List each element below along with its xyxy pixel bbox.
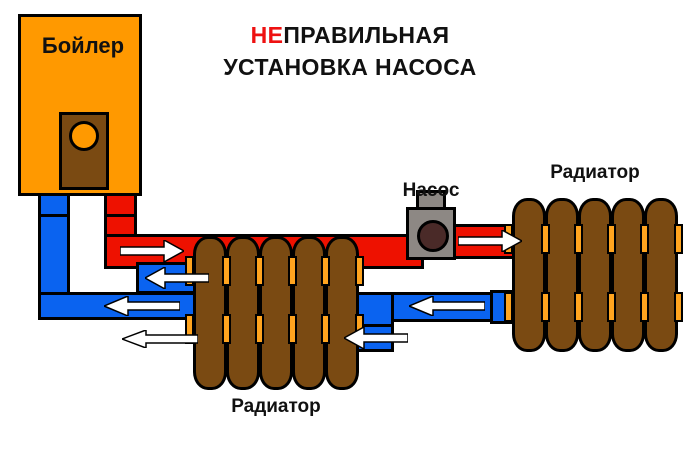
radiator-nipple bbox=[222, 314, 231, 344]
radiator-fin bbox=[644, 198, 678, 352]
pump-label: Насос bbox=[402, 180, 460, 201]
radiator-fin bbox=[292, 236, 326, 390]
boiler-label: Бойлер bbox=[41, 33, 125, 58]
title-line-1-rest: ПРАВИЛЬНАЯ bbox=[283, 22, 450, 48]
arrow-lower-return-left bbox=[122, 330, 198, 348]
title-highlight: НЕ bbox=[250, 22, 284, 48]
pump-rotor-icon bbox=[417, 220, 449, 252]
radiator-nipple bbox=[674, 224, 683, 254]
boiler: Бойлер bbox=[18, 14, 142, 196]
title-line-1: НЕПРАВИЛЬНАЯ bbox=[0, 22, 700, 49]
radiator-fin bbox=[325, 236, 359, 390]
arrow-left-radiator-outlet-left bbox=[344, 327, 408, 349]
radiator-fin bbox=[512, 198, 546, 352]
arrow-pump-outlet-right bbox=[458, 230, 522, 252]
radiator-nipple bbox=[640, 224, 649, 254]
radiator-nipple bbox=[185, 256, 194, 286]
radiator-nipple bbox=[321, 314, 330, 344]
radiator-nipple bbox=[541, 224, 550, 254]
title-line-2: УСТАНОВКА НАСОСА bbox=[223, 54, 477, 80]
radiator-nipple bbox=[255, 256, 264, 286]
radiator-nipple bbox=[574, 224, 583, 254]
radiator-nipple bbox=[355, 256, 364, 286]
radiator-nipple bbox=[674, 292, 683, 322]
radiator-fin bbox=[226, 236, 260, 390]
boiler-panel bbox=[59, 112, 109, 190]
radiator-fin bbox=[259, 236, 293, 390]
radiator-nipple bbox=[574, 292, 583, 322]
left-radiator bbox=[185, 236, 364, 390]
radiator-fin bbox=[611, 198, 645, 352]
radiator-nipple bbox=[288, 256, 297, 286]
arrow-left-radiator-inlet-left bbox=[145, 267, 209, 289]
arrow-boiler-supply-right bbox=[120, 240, 184, 262]
radiator-nipple bbox=[640, 292, 649, 322]
radiator-nipple bbox=[504, 292, 513, 322]
right-radiator-label: Радиатор bbox=[550, 162, 640, 183]
boiler-dial-icon bbox=[69, 121, 99, 151]
radiator-nipple bbox=[255, 314, 264, 344]
right-radiator bbox=[504, 198, 683, 352]
radiator-nipple bbox=[607, 292, 616, 322]
radiator-nipple bbox=[607, 224, 616, 254]
left-radiator-label: Радиатор bbox=[231, 396, 321, 417]
arrow-right-return-left bbox=[409, 296, 485, 316]
arrow-bottom-return-left bbox=[104, 296, 180, 316]
radiator-fin bbox=[578, 198, 612, 352]
radiator-fin bbox=[193, 236, 227, 390]
radiator-fin bbox=[545, 198, 579, 352]
radiator-nipple bbox=[541, 292, 550, 322]
radiator-nipple bbox=[288, 314, 297, 344]
radiator-nipple bbox=[222, 256, 231, 286]
radiator-nipple bbox=[321, 256, 330, 286]
